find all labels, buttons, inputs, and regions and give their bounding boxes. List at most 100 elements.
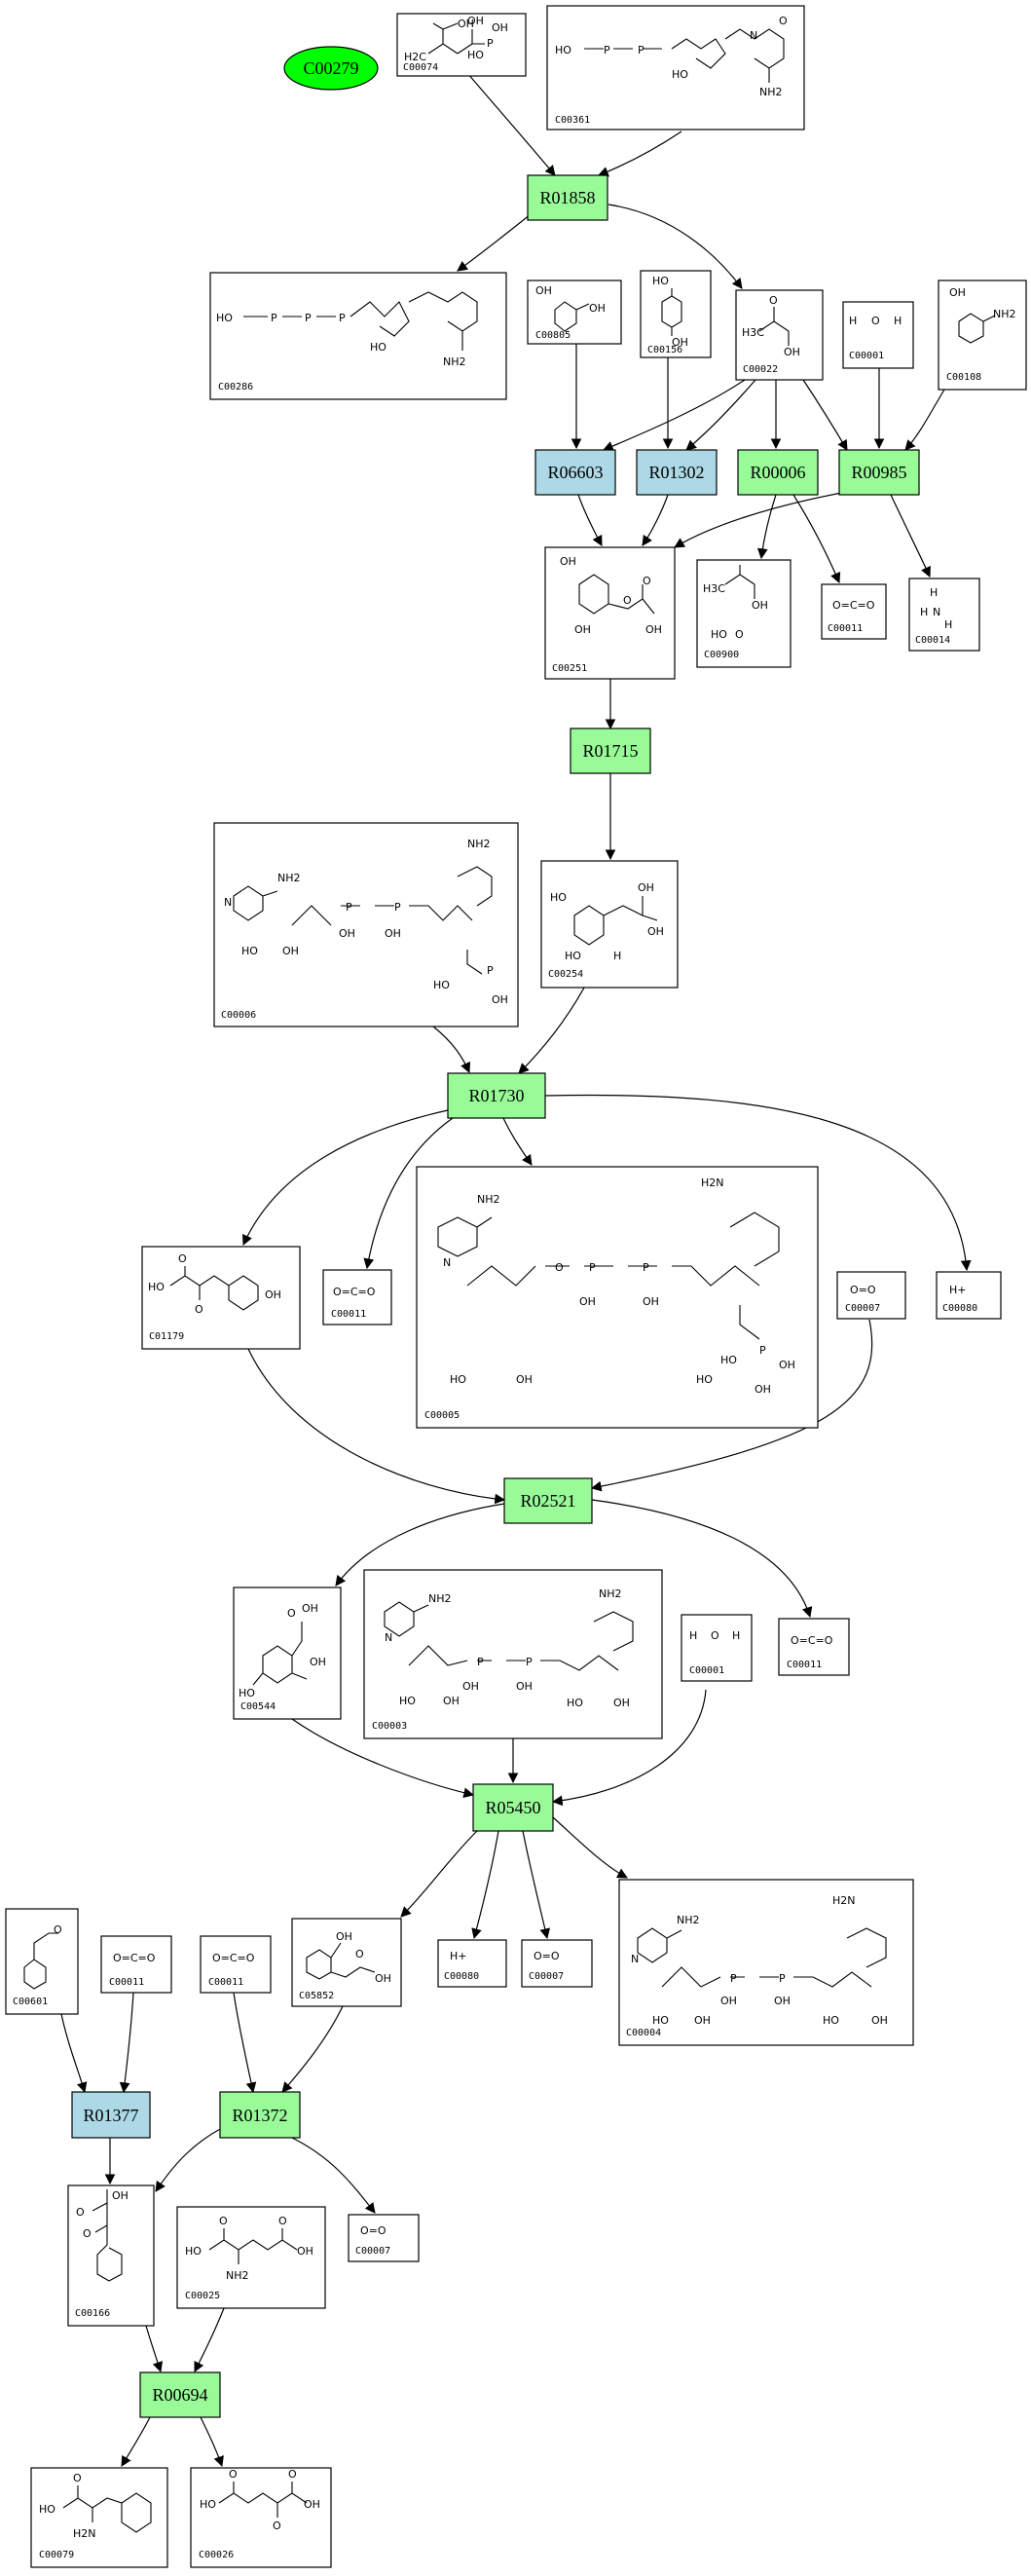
svg-text:R05450: R05450 [485,1798,540,1817]
edge-c00074-r01858 [466,72,556,176]
edge-c00006-r01730 [432,1026,471,1073]
svg-text:HO: HO [555,44,571,56]
highlight-label: C00279 [303,58,358,78]
compound-c00251[interactable]: OH OH O O OH C00251 [544,546,676,680]
svg-text:O=O: O=O [850,1284,876,1296]
reaction-r01858[interactable]: R01858 [527,174,608,221]
svg-text:NH2: NH2 [226,2269,249,2282]
compound-id: C00007 [529,1971,564,1982]
reaction-r01302[interactable]: R01302 [636,449,718,496]
compound-c00005[interactable]: NH2 N HO OH O P P OH OH H2N HO P HO OH O… [416,1166,819,1429]
svg-text:NH2: NH2 [428,1592,452,1605]
reaction-r02521[interactable]: R02521 [503,1477,593,1524]
reaction-r05450[interactable]: R05450 [472,1783,554,1832]
compound-c00074[interactable]: OH H2C OH P OH HO C00074 [396,13,527,77]
compound-c00007-b[interactable]: O=O C00007 [521,1939,593,1988]
compound-c00007-a[interactable]: O=O C00007 [836,1271,906,1320]
svg-text:R01730: R01730 [468,1086,524,1105]
compound-id: C00025 [185,2291,220,2301]
compound-c00001-b[interactable]: H O H C00001 [681,1614,753,1682]
compound-id: C00011 [787,1660,822,1670]
reaction-r01730[interactable]: R01730 [447,1072,546,1119]
compound-c00254[interactable]: HO OH OH HO H C00254 [540,860,679,989]
compound-c00805[interactable]: OH OH C00805 [527,280,622,345]
svg-text:O: O [555,1261,564,1274]
structure-c00544: O OH OH HO [239,1602,326,1699]
svg-text:O: O [76,2206,85,2219]
compound-c00003[interactable]: NH2 N HO OH P P OH OH NH2 HO OH C00003 [363,1569,663,1739]
compound-id: C00004 [626,2028,661,2038]
compound-id: C00166 [75,2308,110,2319]
svg-text:O=O: O=O [534,1950,560,1962]
compound-c05852[interactable]: OH O OH C05852 [291,1918,402,2007]
compound-c00286[interactable]: HO P P P HO NH2 C00286 [209,272,507,400]
svg-text:P: P [346,901,352,914]
edge-c00022-r01302 [685,379,756,451]
svg-text:P: P [305,312,312,324]
svg-text:O: O [178,1252,187,1265]
compound-c00004[interactable]: NH2 N HO OH P P OH OH H2N HO OH C00004 [618,1879,914,2046]
edge-r01730-c00011b [363,1117,454,1270]
compound-c00011-e[interactable]: O=C=O C00011 [200,1935,272,1994]
compound-c00544[interactable]: O OH OH HO C00544 [233,1587,342,1720]
svg-text:HO: HO [185,2245,202,2258]
compound-c01179[interactable]: HO O O OH C01179 [141,1246,301,1350]
svg-text:HO: HO [39,2503,55,2516]
compound-c00156[interactable]: HO OH C00156 [640,270,712,358]
compound-c00011-c[interactable]: O=C=O C00011 [778,1618,850,1676]
compound-c00022[interactable]: O H3C OH C00022 [735,289,824,381]
structure-c00014: H H N H [920,586,952,631]
compound-c00007-c[interactable]: O=O C00007 [348,2214,420,2262]
reaction-r00985[interactable]: R00985 [838,449,920,496]
compound-c00025[interactable]: HO O NH2 OH O C00025 [176,2206,326,2309]
structure-c00025: HO O NH2 OH O [185,2215,313,2282]
reaction-r06603[interactable]: R06603 [534,449,616,496]
compound-c00080-a[interactable]: H+ C00080 [936,1271,1002,1320]
edge-r01730-c01179 [242,1109,449,1246]
svg-text:O: O [623,594,632,607]
edge-r00985-c00014 [890,494,931,578]
svg-text:H2N: H2N [701,1176,724,1189]
compound-c00014[interactable]: H H N H C00014 [908,578,980,652]
compound-c00006[interactable]: NH2 N HO OH P P OH OH NH2 P HO OH C00006 [213,822,519,1027]
svg-text:O: O [195,1303,203,1316]
svg-text:HO: HO [216,312,233,324]
compound-id: C00011 [828,623,863,634]
svg-text:O: O [278,2215,287,2227]
compound-c00601[interactable]: O C00601 [5,1908,79,2015]
reaction-r00006[interactable]: R00006 [737,449,819,496]
compound-c00166[interactable]: OH O O C00166 [67,2184,155,2327]
svg-text:H: H [944,618,952,631]
svg-text:OH: OH [492,21,508,34]
compound-c00079[interactable]: HO O H2N C00079 [30,2467,168,2568]
svg-text:HO: HO [652,2014,669,2027]
highlight-node[interactable]: C00279 [283,46,379,91]
compound-c00080-b[interactable]: H+ C00080 [437,1939,507,1988]
svg-text:R00694: R00694 [152,2385,207,2405]
edge-c00001b-r05450 [551,1689,707,1807]
edge-r01730-c00080a [544,1094,972,1272]
svg-text:P: P [759,1344,766,1357]
svg-text:HO: HO [148,1281,165,1293]
reaction-r00694[interactable]: R00694 [139,2371,221,2418]
compound-c00361[interactable]: HO P P HO N O NH2 C00361 [546,5,805,131]
compound-c00011-a[interactable]: O=C=O C00011 [821,583,887,640]
compound-c00026[interactable]: HO O O O OH C00026 [190,2467,332,2568]
svg-text:OH: OH [672,336,688,349]
svg-text:OH: OH [112,2189,129,2202]
compound-c00001-a[interactable]: H O H C00001 [842,301,914,369]
structure-c00001-b: H O H [689,1629,740,1642]
compound-c00108[interactable]: OH NH2 C00108 [938,280,1027,391]
reaction-r01715[interactable]: R01715 [570,728,651,774]
svg-text:O=C=O: O=C=O [791,1634,833,1647]
compound-c00900[interactable]: H3C OH HO O C00900 [696,559,792,668]
svg-text:HO: HO [550,891,567,904]
svg-text:H: H [732,1629,740,1642]
svg-text:NH2: NH2 [443,355,466,368]
reaction-r01377[interactable]: R01377 [71,2091,151,2139]
reaction-r01372[interactable]: R01372 [219,2091,301,2139]
compound-c00011-b[interactable]: O=C=O C00011 [322,1269,392,1325]
compound-c00011-d[interactable]: O=C=O C00011 [100,1935,172,1994]
